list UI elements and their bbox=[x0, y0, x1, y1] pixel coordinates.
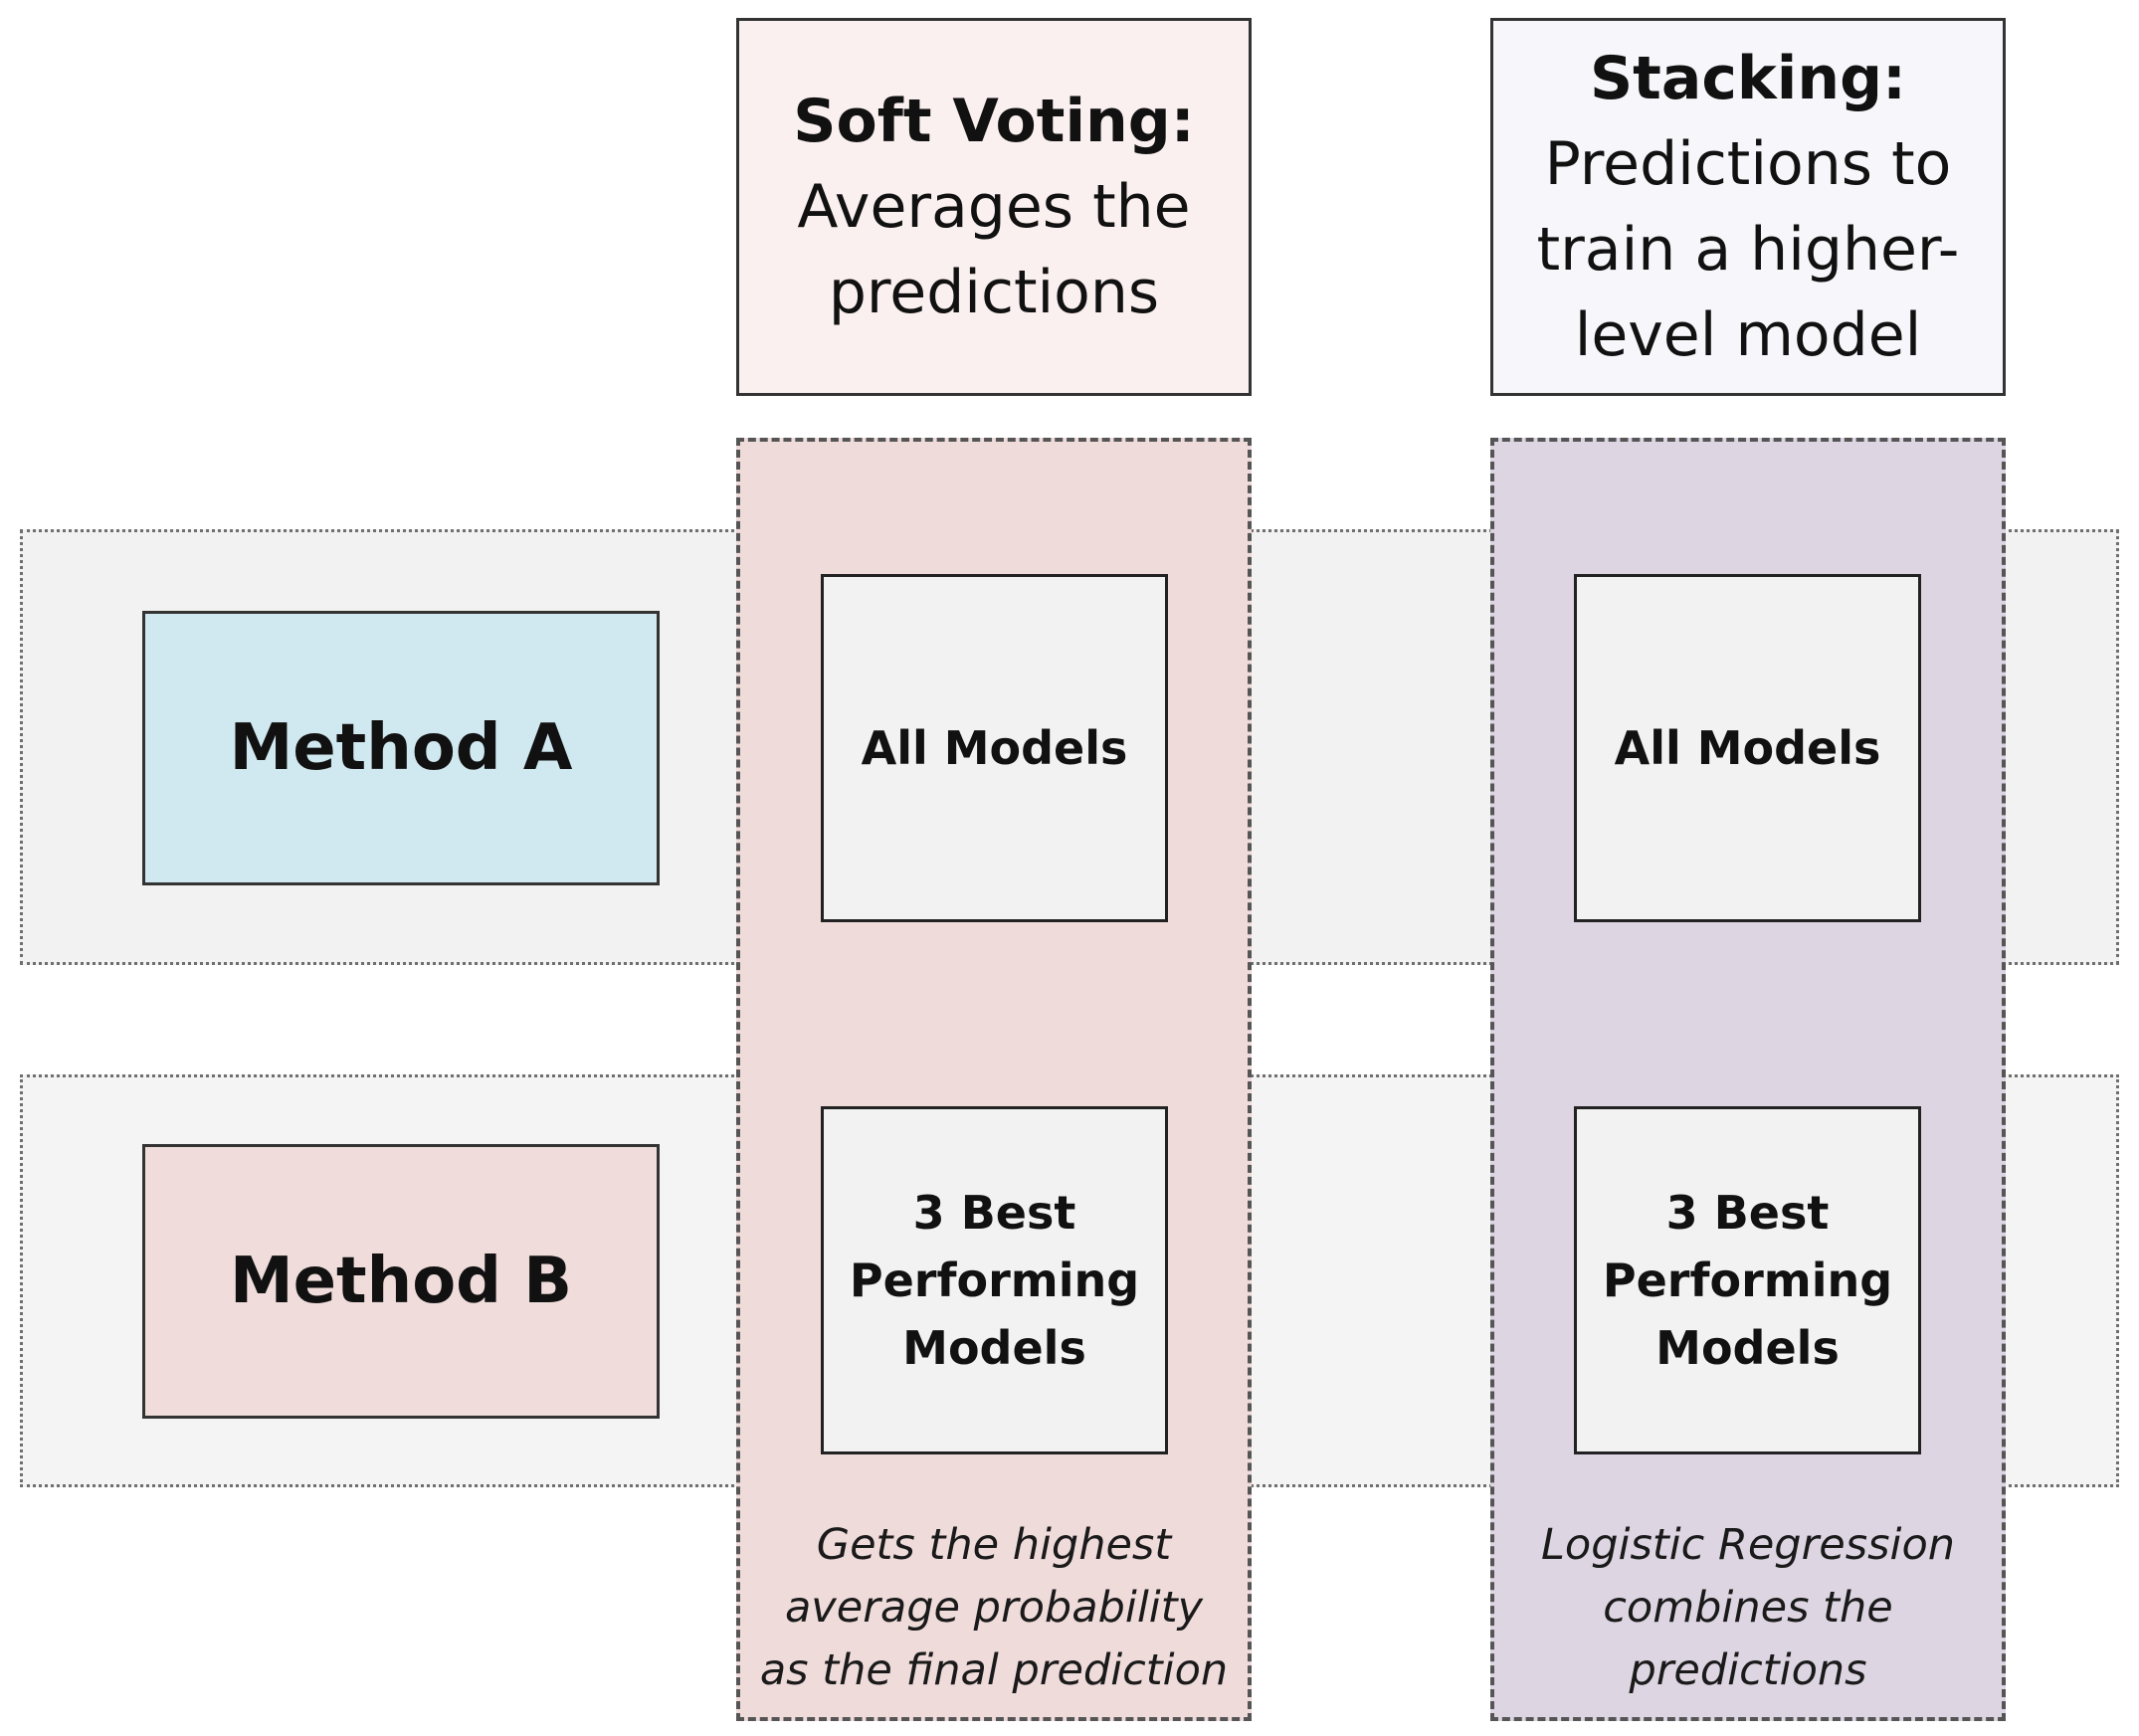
stacking-note-line2: combines the bbox=[1603, 1583, 1893, 1633]
stacking-best-line2: Performing bbox=[1602, 1254, 1893, 1307]
stacking-all-models-label: All Models bbox=[1614, 721, 1881, 775]
stacking-title: Stacking: bbox=[1589, 44, 1907, 113]
stacking-desc-line2: train a higher- bbox=[1536, 215, 1960, 285]
stacking-note: Logistic Regression combines the predict… bbox=[1490, 1514, 2006, 1713]
stacking-desc-line3: level model bbox=[1574, 300, 1922, 370]
soft-voting-note-line1: Gets the highest bbox=[816, 1520, 1172, 1570]
stacking-note-line1: Logistic Regression bbox=[1540, 1520, 1956, 1570]
soft-voting-note: Gets the highest average probability as … bbox=[736, 1514, 1252, 1713]
soft-voting-header: Soft Voting: Averages the predictions bbox=[736, 18, 1252, 396]
soft-voting-desc-line1: Averages the bbox=[797, 172, 1191, 242]
stacking-header: Stacking: Predictions to train a higher-… bbox=[1490, 18, 2006, 396]
stacking-best-line3: Models bbox=[1655, 1321, 1840, 1375]
method-a-label: Method A bbox=[229, 711, 573, 785]
soft-voting-all-models-box: All Models bbox=[821, 574, 1168, 922]
stacking-best-models-box: 3 Best Performing Models bbox=[1574, 1106, 1921, 1454]
soft-voting-all-models-label: All Models bbox=[861, 721, 1128, 775]
soft-voting-title: Soft Voting: bbox=[793, 87, 1195, 156]
method-a-box: Method A bbox=[142, 611, 660, 885]
soft-voting-best-models-box: 3 Best Performing Models bbox=[821, 1106, 1168, 1454]
stacking-best-line1: 3 Best bbox=[1665, 1186, 1830, 1240]
soft-voting-note-line3: as the final prediction bbox=[759, 1645, 1229, 1695]
method-b-box: Method B bbox=[142, 1144, 660, 1419]
soft-voting-best-line3: Models bbox=[902, 1321, 1086, 1375]
soft-voting-note-line2: average probability bbox=[784, 1583, 1204, 1633]
stacking-note-line3: predictions bbox=[1629, 1645, 1867, 1695]
stacking-all-models-box: All Models bbox=[1574, 574, 1921, 922]
soft-voting-desc-line2: predictions bbox=[828, 258, 1160, 327]
method-b-label: Method B bbox=[229, 1245, 573, 1318]
soft-voting-best-line1: 3 Best bbox=[912, 1186, 1076, 1240]
stacking-desc-line1: Predictions to bbox=[1544, 129, 1952, 199]
soft-voting-best-line2: Performing bbox=[849, 1254, 1140, 1307]
